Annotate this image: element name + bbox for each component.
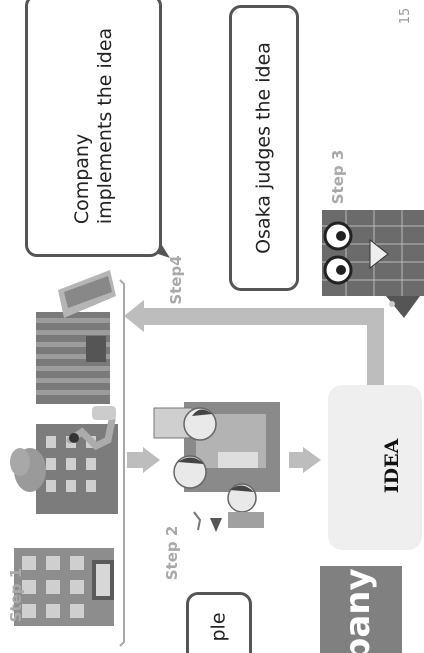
people-callout-text: ple <box>208 612 231 641</box>
company-building-icon <box>36 270 116 404</box>
arrow-to-idea <box>289 447 321 473</box>
step1-bracket <box>120 280 124 646</box>
step2-label: Step 2 <box>163 523 181 583</box>
page-number: 15 <box>398 2 414 30</box>
factory-icon <box>10 406 118 514</box>
osaka-judges-callout: Osaka judges the idea <box>229 5 299 291</box>
company-implements-text: Company implements the idea <box>71 27 117 223</box>
company-section-label: pany <box>338 552 378 653</box>
step3-label: Step 3 <box>329 147 347 207</box>
arrow-row1-to-row2 <box>127 447 160 473</box>
osaka-judge-character-icon <box>322 210 424 318</box>
office-building-icon <box>14 548 114 626</box>
people-callout-tail <box>210 518 222 532</box>
osaka-judges-text: Osaka judges the idea <box>253 42 276 254</box>
people-meeting-icon <box>154 402 280 530</box>
idea-label: IDEA <box>381 431 405 501</box>
step4-label: Step4 <box>167 252 185 308</box>
idea-box <box>328 385 422 550</box>
step1-label: Step 1 <box>7 565 25 625</box>
company-implements-callout: Company implements the idea <box>25 0 162 257</box>
people-callout: ple <box>186 592 252 653</box>
step4-arrow <box>124 300 384 386</box>
